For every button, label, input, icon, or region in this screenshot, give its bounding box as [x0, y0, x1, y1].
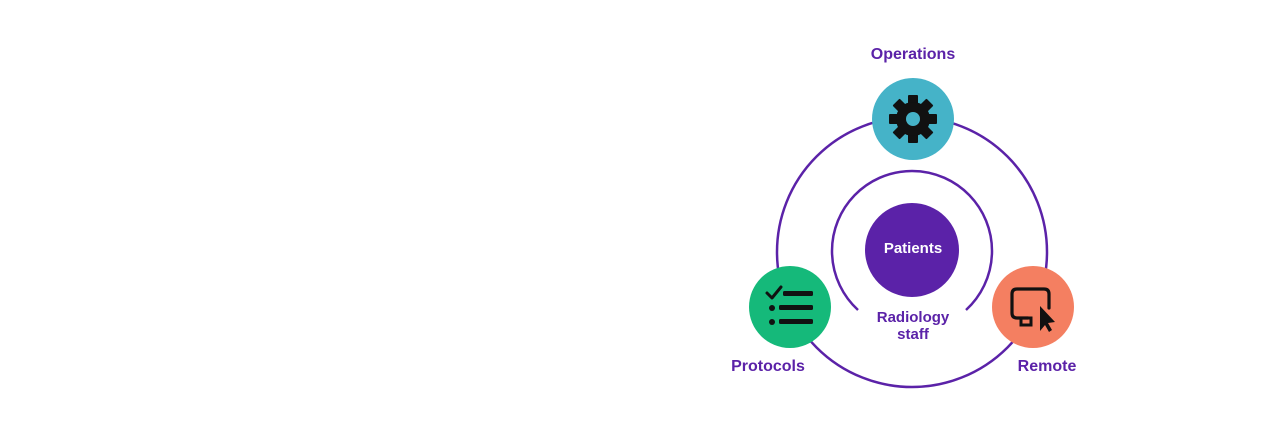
- remote-label: Remote: [1017, 358, 1077, 375]
- gear-icon: [889, 95, 937, 143]
- radiology-staff-line1: Radiology: [876, 309, 950, 326]
- remote-node[interactable]: [992, 266, 1074, 348]
- center-circle: [865, 203, 959, 297]
- radiology-staff-line2: staff: [897, 326, 929, 343]
- checklist-icon: [765, 285, 813, 325]
- remote-screen-cursor-icon: [1010, 287, 1055, 332]
- radiology-staff-label: Radiology staff: [862, 309, 964, 343]
- center-label: Patients: [883, 240, 943, 257]
- operations-node[interactable]: [872, 78, 954, 160]
- remote-circle: [992, 266, 1074, 348]
- protocols-node[interactable]: [749, 266, 831, 348]
- protocols-label: Protocols: [731, 358, 805, 375]
- inner-ring: [830, 169, 994, 311]
- operations-label: Operations: [870, 46, 956, 63]
